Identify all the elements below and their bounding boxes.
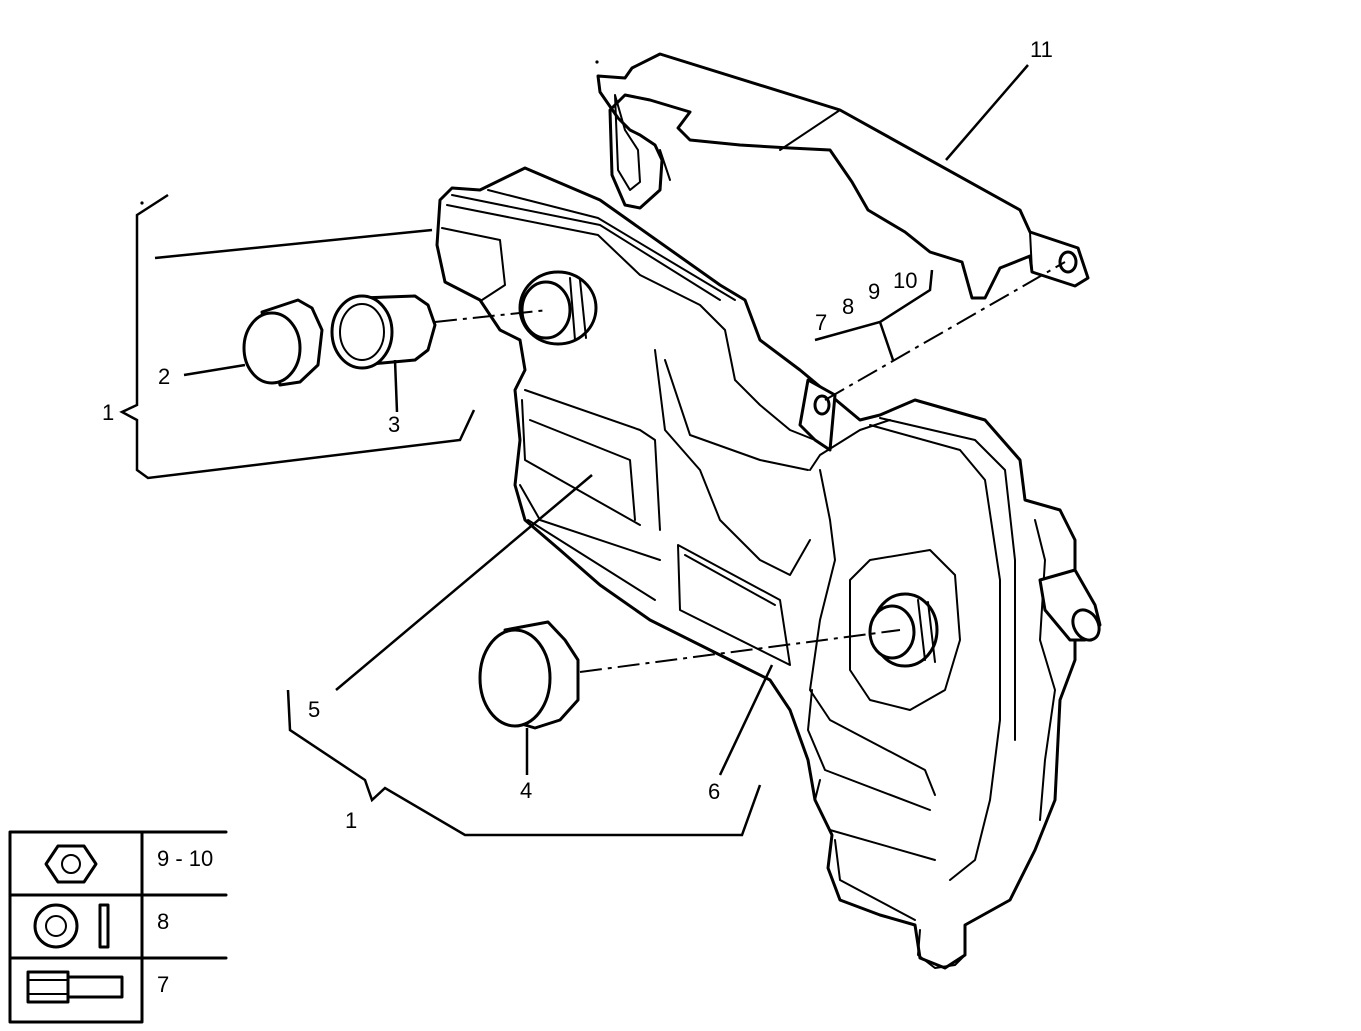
callout-1-upper: 1	[102, 400, 114, 425]
assembly-lines	[434, 261, 1066, 673]
callout-3: 3	[388, 412, 400, 437]
callout-11: 11	[1030, 37, 1053, 62]
callout-2: 2	[158, 364, 170, 389]
group-bracket-upper	[119, 193, 476, 480]
filler-neck-left	[518, 270, 598, 346]
callout-10: 10	[893, 268, 917, 293]
bracket-part-11	[596, 52, 1090, 300]
legend-label-washer: 8	[157, 909, 169, 934]
cap-part-2	[242, 298, 324, 387]
callout-5: 5	[308, 697, 320, 722]
callout-6: 6	[708, 779, 720, 804]
group-bracket-fasteners	[814, 269, 934, 361]
callout-7: 7	[815, 310, 827, 335]
callout-4: 4	[520, 778, 532, 803]
tank-body	[435, 166, 1102, 970]
callout-8: 8	[842, 294, 854, 319]
filler-neck-right	[849, 549, 961, 711]
leader-lines	[183, 64, 1029, 776]
sleeve-part-3	[330, 294, 437, 370]
callout-9: 9	[868, 279, 880, 304]
legend-label-nut: 9 - 10	[157, 846, 213, 871]
legend-label-bolt: 7	[157, 972, 169, 997]
callout-1-lower: 1	[345, 808, 357, 833]
group-bracket-lower	[286, 689, 762, 837]
hex-nut-icon	[44, 844, 98, 884]
bolt-icon	[26, 970, 124, 1004]
washer-icon	[33, 903, 110, 949]
cap-part-4	[478, 620, 580, 730]
hardware-legend: 9 - 10 8 7	[8, 830, 228, 1024]
